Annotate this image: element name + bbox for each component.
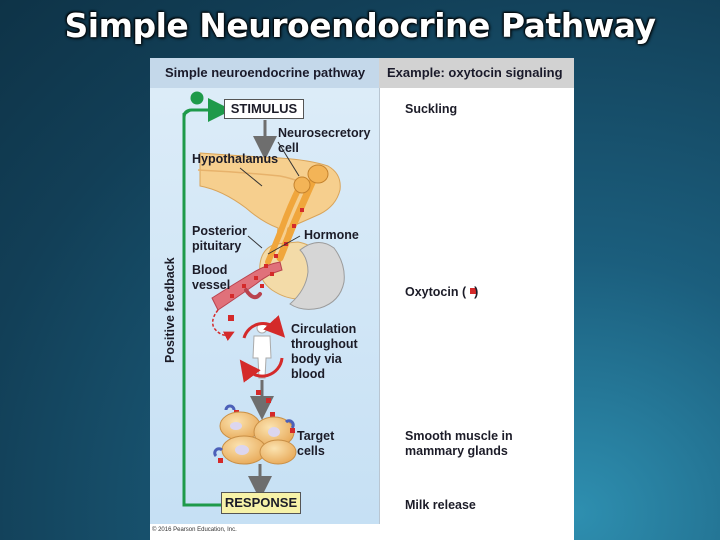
header-example: Example: oxytocin signaling xyxy=(379,58,574,88)
positive-feedback-label: Positive feedback xyxy=(163,257,177,363)
anterior-pituitary xyxy=(289,242,345,310)
posterior-pituitary-label: Posterior pituitary xyxy=(192,224,247,253)
target-cells-label: Target cells xyxy=(297,429,335,458)
plus-icon xyxy=(190,91,204,105)
blood-vessel xyxy=(211,261,283,311)
example-panel xyxy=(379,88,574,524)
copyright-notice: © 2016 Pearson Education, Inc. xyxy=(152,527,237,533)
slide-title: Simple Neuroendocrine Pathway xyxy=(64,6,656,45)
pathway-illustration xyxy=(182,91,476,507)
oxytocin-square-icon xyxy=(470,288,476,294)
stimulus-box: STIMULUS xyxy=(224,99,304,119)
circulation-arrows xyxy=(242,315,286,339)
hormone-label: Hormone xyxy=(304,228,359,242)
panel-divider xyxy=(379,88,380,524)
body-figure-icon xyxy=(252,322,272,379)
blood-vessel-label: Blood vessel xyxy=(192,263,231,292)
pathway-figure: Simple neuroendocrine pathway Example: o… xyxy=(150,58,574,540)
response-box: RESPONSE xyxy=(221,492,301,514)
example-hormone: Oxytocin () xyxy=(405,285,479,299)
hypothalamus-label: Hypothalamus xyxy=(192,152,279,166)
header-pathway: Simple neuroendocrine pathway xyxy=(150,58,379,88)
target-cells xyxy=(213,404,297,465)
example-stimulus: Suckling xyxy=(405,102,458,116)
neurosecretory-label: Neurosecretory cell xyxy=(278,126,371,155)
example-response: Milk release xyxy=(405,498,476,512)
circulation-label: Circulation throughout body via blood xyxy=(291,322,358,381)
hypothalamus-tissue xyxy=(199,152,341,247)
example-target: Smooth muscle in mammary glands xyxy=(405,429,513,458)
